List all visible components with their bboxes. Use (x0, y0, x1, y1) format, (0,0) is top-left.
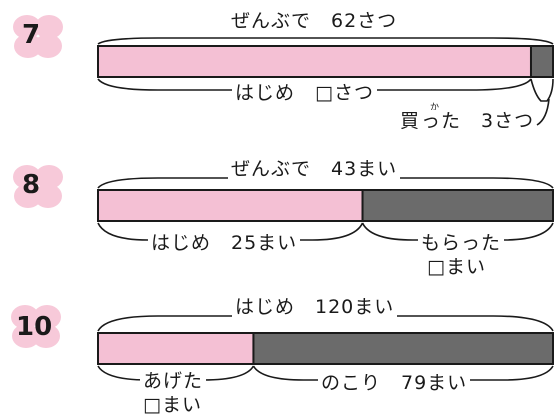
problem-8-tape-right-segment (361, 189, 554, 222)
problem-10-remaining-label: のこり 79まい (318, 372, 471, 394)
problem-number-8: 8 (22, 170, 41, 200)
problem-7-ruby: か (430, 103, 440, 113)
problem-8-received-amount: □まい (427, 256, 486, 278)
problem-7-tape-right-segment (529, 45, 555, 78)
problem-7-total-label: ぜんぶで 62さつ (228, 10, 401, 32)
problem-8-butterfly-badge (13, 165, 63, 208)
problem-7-bought-label: った 3さつ (421, 110, 535, 132)
problem-7-bought-brace (530, 78, 554, 102)
problem-number-10: 10 (16, 312, 53, 342)
problem-7-total-brace (97, 37, 554, 45)
problem-7-tape-left-segment (97, 45, 532, 78)
problem-7-start-label: はじめ □さつ (232, 82, 377, 104)
problem-10-butterfly-badge (11, 305, 61, 348)
problem-10-gave-amount: □まい (143, 394, 202, 416)
problem-10-gave-label: あげた (140, 370, 207, 392)
problem-7-bought-leader (536, 98, 550, 126)
problem-7-butterfly-badge (13, 15, 63, 58)
problem-8-start-label: はじめ 25まい (148, 232, 301, 254)
problem-number-7: 7 (22, 20, 41, 50)
problem-10-tape-right-segment (252, 332, 554, 365)
problem-10-total-label: はじめ 120まい (232, 296, 398, 318)
problem-8-received-label: もらった (418, 232, 505, 254)
problem-10-total-brace (97, 315, 554, 332)
problem-7-bought-kanji: 買 (400, 110, 421, 132)
problem-8-tape-left-segment (97, 189, 364, 222)
problem-8-total-label: ぜんぶで 43まい (228, 158, 401, 180)
problem-10-tape-left-segment (97, 332, 255, 365)
